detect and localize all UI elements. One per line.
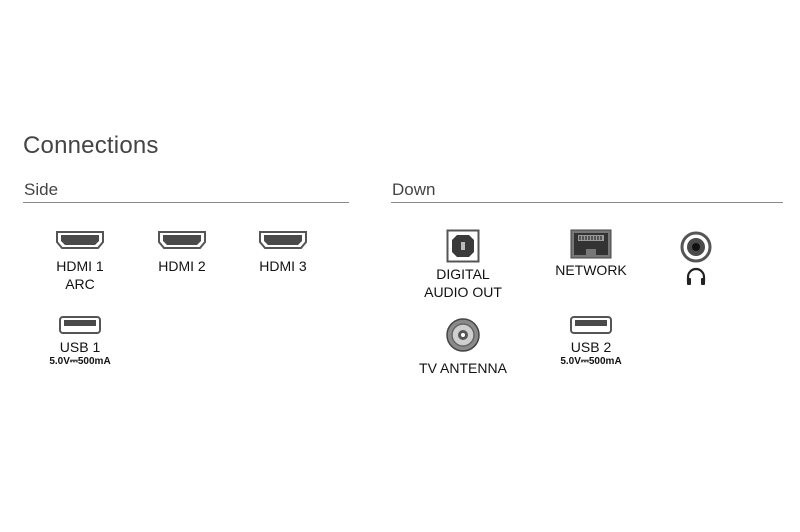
down-section-label: Down — [392, 180, 436, 199]
hdmi-port-icon — [56, 231, 104, 249]
headphone-port — [636, 231, 756, 287]
hdmi-1-port: HDMI 1 ARC — [20, 230, 140, 293]
optical-audio-port-icon — [446, 229, 480, 263]
port-label: TV ANTENNA — [419, 360, 507, 376]
port-spec: 5.0V⎓500mA — [560, 356, 622, 367]
port-sublabel: AUDIO OUT — [424, 284, 502, 300]
usb-1-port: USB 1 5.0V⎓500mA — [20, 315, 140, 368]
digital-audio-out-port: DIGITAL AUDIO OUT — [403, 229, 523, 301]
usb-2-port: USB 2 5.0V⎓500mA — [531, 315, 651, 368]
hdmi-2-port: HDMI 2 — [122, 230, 242, 275]
usb-port-icon — [570, 316, 612, 334]
hdmi-3-port: HDMI 3 — [223, 230, 343, 275]
port-sublabel: ARC — [65, 276, 95, 292]
headphone-jack-icon — [680, 231, 712, 263]
network-port: NETWORK — [531, 229, 651, 279]
page-title: Connections — [23, 132, 159, 159]
tv-antenna-port: TV ANTENNA — [403, 317, 523, 377]
port-spec: 5.0V⎓500mA — [49, 356, 111, 367]
down-section-divider — [391, 202, 783, 203]
hdmi-port-icon — [259, 231, 307, 249]
port-label: HDMI 2 — [158, 258, 206, 274]
port-label: HDMI 3 — [259, 258, 307, 274]
hdmi-port-icon — [158, 231, 206, 249]
port-label: USB 2 — [570, 339, 612, 355]
side-section-label: Side — [24, 180, 59, 199]
usb-port-icon — [59, 316, 101, 334]
port-label: USB 1 — [59, 339, 101, 355]
antenna-port-icon — [446, 318, 480, 352]
ethernet-port-icon — [570, 229, 612, 259]
port-label: NETWORK — [555, 262, 627, 278]
port-label: HDMI 1 — [56, 258, 104, 274]
port-label: DIGITAL — [436, 266, 490, 282]
headphones-icon — [686, 267, 706, 285]
side-section-divider — [23, 202, 349, 203]
